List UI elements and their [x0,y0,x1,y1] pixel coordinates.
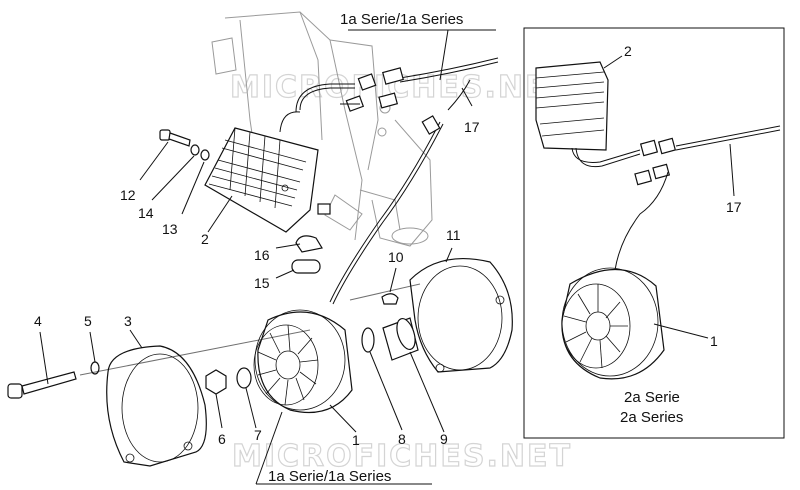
cover-3 [106,345,207,467]
label-7: 7 [254,427,262,443]
label-2-inset: 2 [624,43,632,59]
caption-series2-line1: 2a Serie [624,389,680,406]
label-12: 12 [120,187,136,203]
label-11: 11 [446,227,461,243]
bolt-12 [159,129,191,147]
label-1-main: 1 [352,432,360,448]
housing-11 [409,257,513,373]
label-6: 6 [218,431,226,447]
label-5: 5 [84,313,92,329]
washer-13 [200,149,210,161]
label-14: 14 [138,205,154,221]
label-9: 9 [440,431,448,447]
grommet-15 [291,259,321,274]
label-3: 3 [124,313,132,329]
sleeve-9 [382,317,419,361]
label-16: 16 [254,247,270,263]
motorcycle-frame [211,11,433,247]
label-13: 13 [162,221,178,237]
voltage-regulator-main [204,111,331,233]
bolt-4 [7,371,77,399]
label-15: 15 [254,275,270,291]
key-10 [381,293,399,305]
voltage-regulator-inset [535,61,781,271]
spacer-16 [295,235,323,253]
watermark-bottom: MICROFICHES.NET [232,439,572,474]
ring-8 [361,327,375,353]
caption-series1-top: 1a Serie/1a Series [340,11,463,28]
wiring-harness-main [295,57,499,305]
washer-14 [190,144,200,156]
label-17-inset: 17 [726,199,742,215]
label-2-main: 2 [201,231,209,247]
label-17-main: 17 [464,119,480,135]
label-4: 4 [34,313,42,329]
label-8: 8 [398,431,406,447]
stator-1-inset [561,267,665,380]
caption-series1-bottom: 1a Serie/1a Series [268,468,391,485]
inset-frame [523,27,785,439]
label-10: 10 [388,249,404,265]
leader-lines [39,29,735,485]
stator-1-main [253,309,353,414]
nut-6 [205,369,227,395]
label-1-inset: 1 [710,333,718,349]
caption-series2-line2: 2a Series [620,409,683,426]
washer-7 [236,367,252,389]
